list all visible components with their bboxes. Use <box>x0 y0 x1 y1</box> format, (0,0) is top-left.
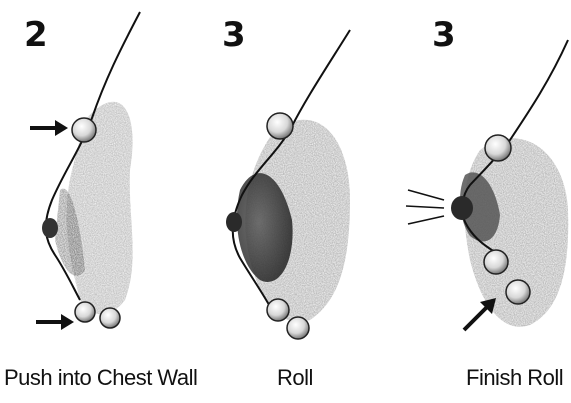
finger-top <box>72 118 96 142</box>
illustration-roll <box>200 0 390 403</box>
step-caption: Roll <box>277 367 313 389</box>
breast-shading <box>237 120 350 322</box>
nipple <box>42 218 58 238</box>
finger-bottom-2 <box>100 308 120 328</box>
finger-bottom-1 <box>484 250 508 274</box>
finger-bottom-2 <box>506 280 530 304</box>
arrow-top-icon <box>30 120 68 136</box>
panel-roll: 3 Roll <box>200 0 390 403</box>
finger-bottom-1 <box>75 302 95 322</box>
step-number: 3 <box>432 18 456 52</box>
step-caption: Push into Chest Wall <box>4 367 197 389</box>
step-number: 2 <box>24 18 48 52</box>
step-caption: Finish Roll <box>466 367 563 389</box>
finger-bottom-2 <box>287 317 309 339</box>
arrow-up-right-icon <box>464 298 496 330</box>
step-number: 3 <box>222 18 246 52</box>
panel-finish-roll: 3 Finish Roll <box>390 0 571 403</box>
nipple <box>451 196 473 220</box>
illustration-finish-roll <box>390 0 571 403</box>
panel-push-into-chest-wall: 2 Push into Chest Wall <box>0 0 200 403</box>
finger-bottom-1 <box>267 299 289 321</box>
finger-top <box>485 135 511 161</box>
finger-top <box>267 113 293 139</box>
illustration-push <box>0 0 200 403</box>
arrow-bottom-icon <box>36 314 74 330</box>
nipple <box>226 212 242 232</box>
discharge-lines-icon <box>406 190 444 224</box>
